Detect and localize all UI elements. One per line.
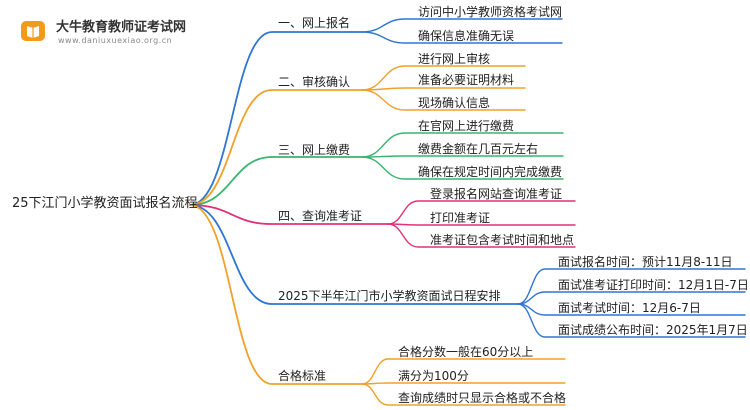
leaf-item: 查询成绩时只显示合格或不合格 [398,391,567,405]
connector-line [361,89,526,111]
leaf-item: 准备必要证明材料 [418,73,515,87]
leaf-item: 面试成绩公布时间：2025年1月7日 [558,323,748,337]
leaf-item: 面试考试时间：12月6-7日 [558,301,701,315]
connector-line [387,223,576,248]
branch-label-review-confirm: 二、审核确认 [278,75,351,89]
leaf-item: 在官网上进行缴费 [418,119,515,133]
branch-label-admission-ticket: 四、查询准考证 [278,209,363,223]
leaf-item: 面试报名时间：预计11月8-11日 [558,255,733,269]
connector-line [189,204,519,305]
leaf-item: 面试准考证打印时间：12月1日-7日 [558,278,749,292]
connector-line [517,291,746,305]
connector-line [189,204,389,225]
leaf-item: 确保在规定时间内完成缴费 [418,165,563,179]
leaf-item: 现场确认信息 [418,96,491,110]
site-name: 大牛教育教师证考试网 [56,20,187,35]
connector-line [361,132,564,158]
leaf-item: 进行网上审核 [418,52,491,66]
leaf-item: 满分为100分 [398,369,469,383]
connector-line [361,87,526,91]
connector-line [387,200,576,225]
root-node: 25下江门小学教资面试报名流程 [12,196,198,211]
site-url: www.daniuxuexiao.org.cn [58,36,173,45]
connector-line [189,89,363,206]
connector-line [517,268,746,305]
branch-label-schedule: 2025下半年江门市小学教资面试日程安排 [278,289,501,303]
connector-line [189,204,363,385]
leaf-item: 缴费金额在几百元左右 [418,142,539,156]
connector-line [361,156,564,180]
leaf-item: 准考证包含考试时间和地点 [430,233,575,247]
logo: 大牛教育教师证考试网 www.daniuxuexiao.org.cn [12,10,232,50]
branch-label-passing-standard: 合格标准 [278,369,327,383]
branch-label-online-registration: 一、网上报名 [278,16,351,30]
connector-line [189,156,363,206]
branch-label-online-payment: 三、网上缴费 [278,143,351,157]
connector-line [361,31,563,44]
connector-line [517,303,746,338]
connector-line [189,31,363,206]
connector-line [361,155,564,158]
leaf-item: 打印准考证 [430,211,491,225]
connector-line [361,358,566,385]
leaf-item: 合格分数一般在60分以上 [398,345,534,359]
connector-line [361,18,563,33]
connector-line [361,65,526,91]
leaf-item: 访问中小学教师资格考试网 [418,5,563,19]
connector-line [361,382,566,385]
connector-line [361,383,566,406]
leaf-item: 登录报名网站查询准考证 [430,187,563,201]
leaf-item: 确保信息准确无误 [418,29,515,43]
book-logo-icon [21,21,45,41]
